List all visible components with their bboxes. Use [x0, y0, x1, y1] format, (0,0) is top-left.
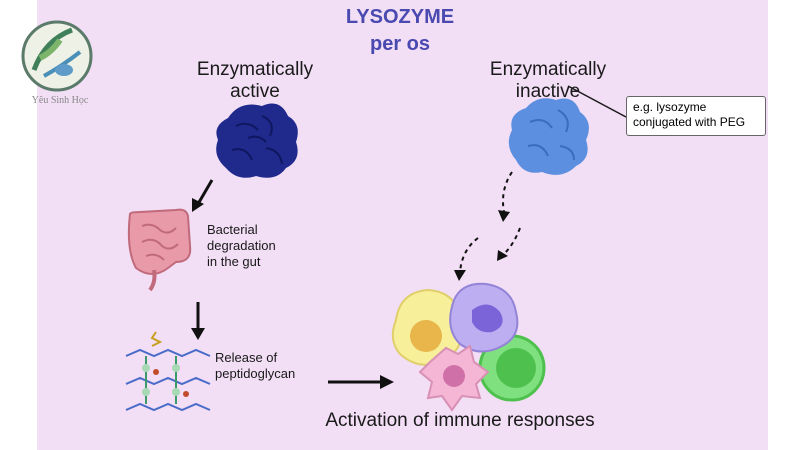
active-heading-line1: Enzymatically: [196, 59, 314, 80]
gut-icon: [127, 208, 192, 292]
inactive-heading-line1: Enzymatically: [489, 59, 607, 80]
arrow-active-to-gut: [192, 179, 214, 212]
arrow-peptidoglycan-to-cells: [328, 375, 394, 389]
peg-callout-box: e.g. lysozyme conjugated with PEG: [626, 96, 766, 136]
gut-label-line2: degradation: [207, 238, 276, 253]
dotted-arrowhead-2: [454, 270, 466, 281]
pg-label-line1: Release of: [215, 350, 278, 365]
callout-leader-line: [567, 85, 627, 118]
logo-caption: Yêu Sinh Học: [31, 95, 89, 106]
dotted-arrowhead-1: [498, 210, 510, 222]
title-line2: per os: [369, 33, 431, 55]
outcome-label: Activation of immune responses: [325, 410, 595, 431]
pg-label-line2: peptidoglycan: [215, 366, 296, 381]
title-line1: LYSOZYME: [345, 6, 455, 28]
dotted-arrowhead-3: [497, 250, 508, 261]
callout-line1: e.g. lysozyme: [633, 100, 707, 114]
active-enzyme-icon: [216, 103, 298, 178]
dotted-arrows-inactive: [459, 171, 521, 273]
active-heading-line2: active: [230, 81, 280, 102]
gut-label-line3: in the gut: [207, 254, 261, 269]
immune-cells-icon: [391, 282, 546, 412]
gut-label-line1: Bacterial: [207, 222, 258, 237]
peptidoglycan-icon: [125, 331, 211, 412]
inactive-heading-line2: inactive: [515, 81, 581, 102]
arrow-gut-to-peptidoglycan: [191, 302, 205, 340]
callout-line2: conjugated with PEG: [633, 115, 746, 129]
logo-icon: [21, 20, 93, 92]
inactive-enzyme-icon: [508, 98, 589, 175]
